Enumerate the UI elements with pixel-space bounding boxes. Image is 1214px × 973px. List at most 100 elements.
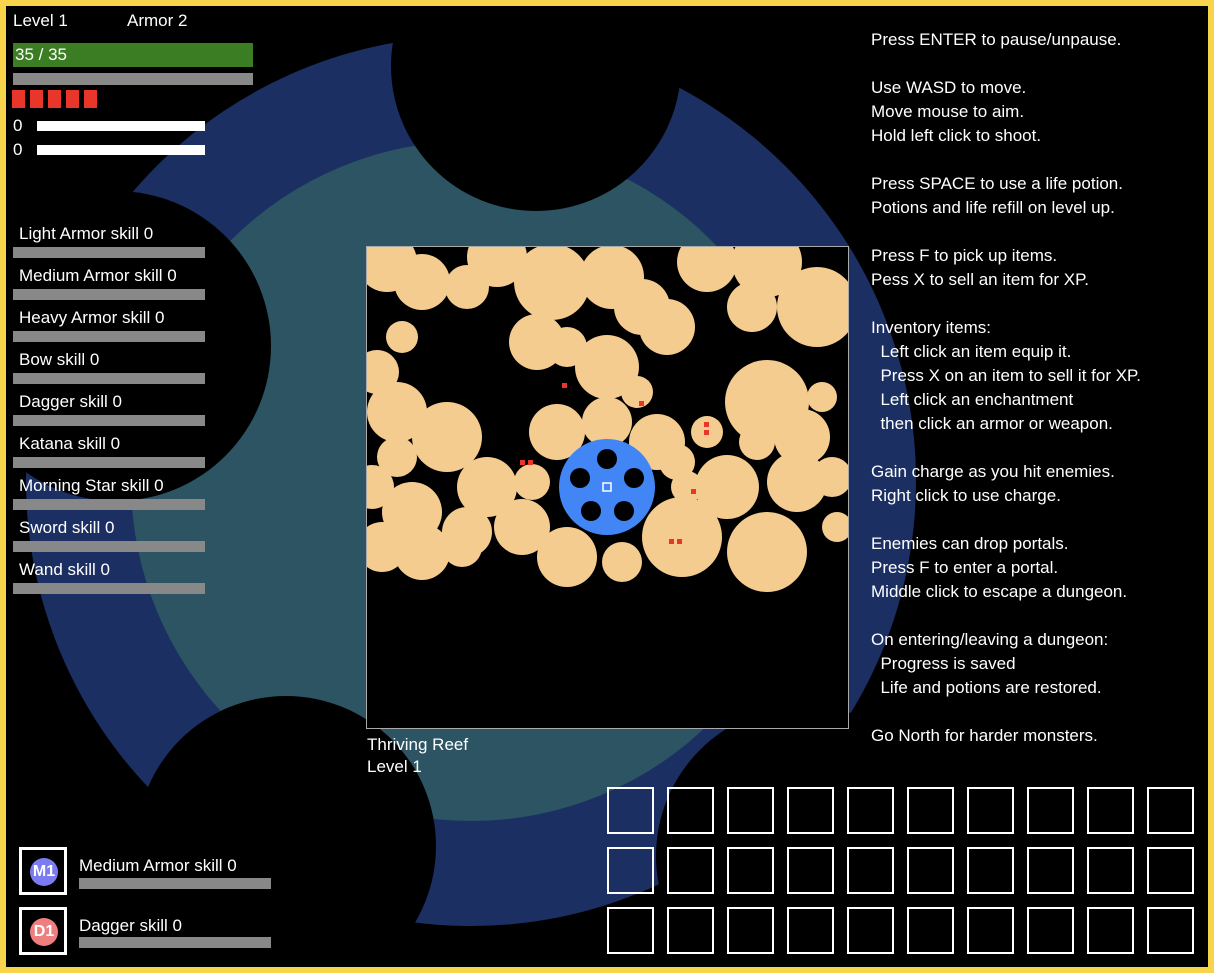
enemy-blob xyxy=(767,452,827,512)
potion-icon xyxy=(48,90,61,108)
inventory-slot[interactable] xyxy=(607,907,654,954)
area-level: Level 1 xyxy=(367,757,422,776)
enemy-blob xyxy=(812,457,848,497)
enemy-blob xyxy=(777,267,848,347)
skill-bar xyxy=(13,331,205,342)
enemy-blob xyxy=(514,247,590,320)
enemy-blob xyxy=(727,512,807,592)
inventory-slot[interactable] xyxy=(847,847,894,894)
enemy-blob xyxy=(695,455,759,519)
inventory-slot[interactable] xyxy=(967,847,1014,894)
inventory-slot[interactable] xyxy=(907,787,954,834)
loot-marker xyxy=(677,539,682,544)
enemy-blob xyxy=(412,402,482,472)
inventory-slot[interactable] xyxy=(787,847,834,894)
inventory-slot[interactable] xyxy=(967,907,1014,954)
potion-icon xyxy=(30,90,43,108)
inventory-slot[interactable] xyxy=(1027,787,1074,834)
inventory-slot[interactable] xyxy=(667,847,714,894)
enemy-blob xyxy=(386,321,418,353)
inventory-slot[interactable] xyxy=(727,907,774,954)
potion-icon xyxy=(84,90,97,108)
inventory-slot[interactable] xyxy=(727,787,774,834)
skill-bar xyxy=(13,373,205,384)
loot-marker xyxy=(691,489,696,494)
loot-marker xyxy=(562,383,567,388)
inventory-slot[interactable] xyxy=(1087,847,1134,894)
skill-bar xyxy=(13,499,205,510)
inventory-slot[interactable] xyxy=(727,847,774,894)
skill-label: Katana skill 0 xyxy=(19,434,121,453)
skill-label: Light Armor skill 0 xyxy=(19,224,154,243)
help-text: Press ENTER to pause/unpause. Use WASD t… xyxy=(871,30,1141,745)
skill-label: Heavy Armor skill 0 xyxy=(19,308,165,327)
armor-badge: M1 xyxy=(30,858,58,886)
inventory-slot[interactable] xyxy=(667,787,714,834)
loot-marker xyxy=(669,539,674,544)
health-bar: 35 / 35 xyxy=(13,43,253,67)
enemy-blob xyxy=(822,512,848,542)
inventory-slot[interactable] xyxy=(1147,847,1194,894)
potion-icon xyxy=(66,90,79,108)
inventory-slot[interactable] xyxy=(787,787,834,834)
enemy-blob xyxy=(582,397,632,447)
enemy-blob xyxy=(602,542,642,582)
enemy-blob xyxy=(642,497,722,577)
enemy-blob xyxy=(537,527,597,587)
skill-bar xyxy=(13,247,205,258)
skill-label: Sword skill 0 xyxy=(19,518,115,537)
skill-bar xyxy=(13,583,205,594)
enemy-blob xyxy=(367,522,407,572)
skill-label: Wand skill 0 xyxy=(19,560,111,579)
enemy-blob xyxy=(367,382,427,442)
enemy-blob xyxy=(575,335,639,399)
inventory-slot[interactable] xyxy=(907,907,954,954)
equipped-armor-slot[interactable]: M1 xyxy=(19,847,67,895)
inventory-slot[interactable] xyxy=(847,787,894,834)
enemy-blob xyxy=(457,457,517,517)
equipped-armor-label: Medium Armor skill 0 xyxy=(79,856,237,875)
enemy-blob xyxy=(807,382,837,412)
loot-marker xyxy=(639,401,644,406)
inventory-slot[interactable] xyxy=(1027,847,1074,894)
charge-bar-2 xyxy=(37,145,205,155)
potion-icon xyxy=(12,90,25,108)
enemy-blob xyxy=(639,299,695,355)
armor-label: Armor 2 xyxy=(127,11,188,30)
minimap xyxy=(366,246,849,729)
inventory-slot[interactable] xyxy=(667,907,714,954)
skill-bar xyxy=(13,415,205,426)
enemy-blob xyxy=(659,444,695,480)
enemy-blob xyxy=(467,247,527,287)
skill-label: Morning Star skill 0 xyxy=(19,476,164,495)
skill-bar xyxy=(13,289,205,300)
area-name: Thriving Reef xyxy=(367,735,469,754)
enemy-blob xyxy=(621,376,653,408)
inventory-slot[interactable] xyxy=(1087,787,1134,834)
game-canvas[interactable]: Level 1 Armor 2 35 / 35 0 0 Light Armor … xyxy=(6,6,1208,967)
equipped-weapon-slot[interactable]: D1 xyxy=(19,907,67,955)
skill-label: Medium Armor skill 0 xyxy=(19,266,177,285)
inventory-slot[interactable] xyxy=(1147,907,1194,954)
loot-marker xyxy=(520,460,525,465)
enemy-blob xyxy=(774,409,830,465)
enemy-blob xyxy=(529,404,585,460)
inventory-slot[interactable] xyxy=(607,847,654,894)
enemy-blob xyxy=(377,437,417,477)
inventory-slot[interactable] xyxy=(1087,907,1134,954)
inventory-slot[interactable] xyxy=(967,787,1014,834)
inventory-slot[interactable] xyxy=(847,907,894,954)
equipped-weapon-label: Dagger skill 0 xyxy=(79,916,182,935)
counter-1: 0 xyxy=(13,116,23,135)
inventory-slot[interactable] xyxy=(907,847,954,894)
inventory-slot[interactable] xyxy=(607,787,654,834)
inventory-slot[interactable] xyxy=(1147,787,1194,834)
health-text: 35 / 35 xyxy=(15,45,67,64)
inventory-slot[interactable] xyxy=(787,907,834,954)
inventory-slot[interactable] xyxy=(1027,907,1074,954)
skill-bar xyxy=(13,457,205,468)
equipped-armor-bar xyxy=(79,878,271,889)
enemy-blob xyxy=(394,524,450,580)
level-label: Level 1 xyxy=(13,11,68,30)
charge-bar-1 xyxy=(37,121,205,131)
